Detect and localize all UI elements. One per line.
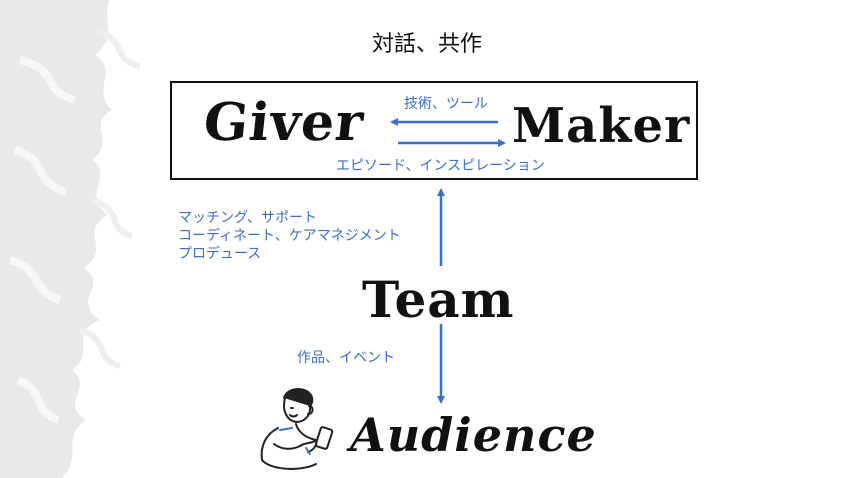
maker-node-label: Maker <box>512 98 691 154</box>
brush-stroke-background <box>0 0 141 478</box>
edge-label-maker-to-giver: 技術、ツール <box>404 96 488 112</box>
edge-label-line: マッチング、サポート <box>178 210 318 226</box>
page-title: 対話、共作 <box>371 32 482 57</box>
team-node-label: Team <box>362 270 515 329</box>
giver-maker-box <box>170 81 698 180</box>
person-with-phone-icon <box>260 388 334 470</box>
edge-label-line: コーディネート、ケアマネジメント <box>178 228 401 244</box>
edge-label-team-to-audience: 作品、イベント <box>297 350 395 366</box>
edge-label-giver-to-maker: エピソード、インスピレーション <box>336 158 545 174</box>
audience-node-label: Audience <box>350 408 597 462</box>
edge-label-line: プロデュース <box>178 246 262 262</box>
edge-label-team-to-box: マッチング、サポート コーディネート、ケアマネジメント プロデュース <box>178 209 401 263</box>
